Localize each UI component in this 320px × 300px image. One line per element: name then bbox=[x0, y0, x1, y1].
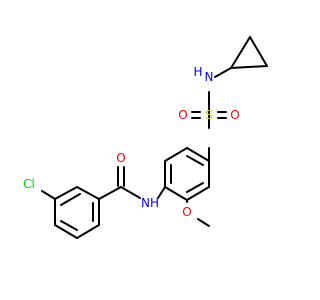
chlorophenyl-ring bbox=[54, 186, 100, 239]
bond bbox=[54, 224, 78, 239]
bond bbox=[230, 65, 268, 69]
bond bbox=[98, 186, 122, 200]
atom-chlorine: Cl bbox=[23, 177, 35, 191]
bond-c-cl bbox=[41, 190, 56, 200]
sulfonamide-group bbox=[191, 67, 232, 162]
bond bbox=[76, 186, 100, 200]
structure-canvas: Cl O NH N H S O O O bbox=[23, 36, 268, 239]
atom-sulfonamide-nitrogen: N bbox=[205, 70, 214, 84]
bond bbox=[60, 193, 81, 206]
bond bbox=[60, 220, 78, 231]
bond bbox=[186, 182, 204, 193]
bond bbox=[186, 147, 210, 162]
molecule-drawing: Cl O NH N H S O O O bbox=[23, 36, 268, 239]
bond bbox=[230, 36, 251, 69]
bond bbox=[186, 186, 210, 201]
atom-sulfonamide-hydrogen: H bbox=[193, 65, 202, 79]
bond bbox=[214, 67, 232, 78]
cyclopropyl-ring bbox=[230, 36, 268, 69]
atom-sulfonyl-oxygen-left: O bbox=[178, 108, 187, 122]
bond bbox=[157, 186, 166, 199]
atom-amide-nitrogen: NH bbox=[141, 196, 159, 210]
bond bbox=[186, 155, 204, 166]
bond bbox=[197, 218, 210, 227]
bond bbox=[120, 186, 141, 199]
bond bbox=[164, 147, 188, 162]
bond bbox=[164, 186, 188, 201]
atom-sulfonyl-oxygen-right: O bbox=[230, 108, 239, 122]
methoxy-group bbox=[186, 199, 210, 227]
atom-methoxy-oxygen: O bbox=[182, 205, 191, 219]
atom-carbonyl-oxygen: O bbox=[116, 151, 125, 165]
amide-group bbox=[98, 166, 166, 200]
methoxyphenyl-ring bbox=[164, 147, 210, 201]
atom-sulfur: S bbox=[205, 108, 213, 122]
bond bbox=[54, 186, 78, 200]
bond bbox=[249, 36, 268, 67]
bond bbox=[76, 224, 100, 239]
